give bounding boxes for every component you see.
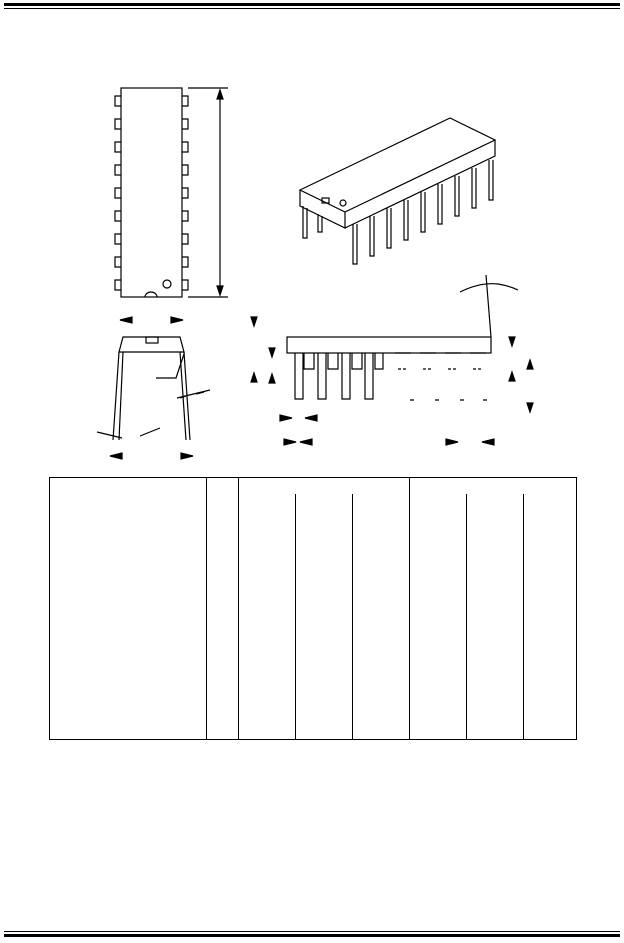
table-divider: [238, 478, 239, 739]
dimension-table: [49, 477, 577, 740]
footer-rule-thick: [4, 934, 620, 937]
top-view-left-pins: [114, 95, 121, 291]
table-divider: [206, 478, 207, 739]
side-view-pins: [294, 353, 384, 400]
notch: [144, 291, 158, 298]
table-divider: [352, 494, 353, 739]
top-view: [114, 87, 228, 324]
end-view: [96, 336, 211, 460]
table-divider: [295, 494, 296, 739]
table-divider: [466, 494, 467, 739]
table-divider: [523, 494, 524, 739]
header-rule-thin: [4, 8, 620, 9]
table-divider: [409, 478, 410, 739]
iso-pins-front: [352, 160, 494, 265]
header-rule-thick: [4, 3, 620, 6]
iso-view: [298, 117, 497, 265]
top-view-right-pins: [182, 95, 189, 291]
pin1-dot: [162, 279, 172, 289]
top-view-body: [120, 87, 183, 298]
side-view: [250, 274, 534, 446]
footer-rule-thin: [4, 931, 620, 932]
